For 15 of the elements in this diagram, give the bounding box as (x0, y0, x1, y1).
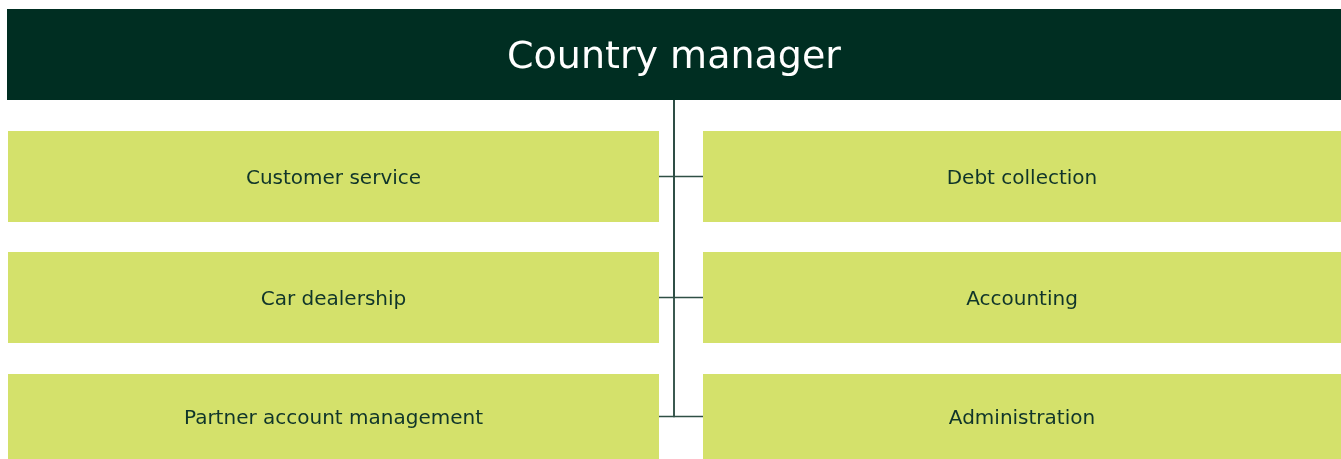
department-box (703, 131, 1341, 222)
department-box (703, 374, 1341, 459)
department-box (8, 252, 659, 343)
department-label: Accounting (966, 285, 1078, 310)
department-label: Administration (948, 404, 1096, 429)
department-label: Partner account management (183, 404, 484, 429)
department-label: Customer service (245, 164, 422, 189)
department-box (8, 131, 659, 222)
header-title: Country manager (507, 32, 841, 77)
header-box (7, 9, 1341, 100)
department-box (8, 374, 659, 459)
department-box (703, 252, 1341, 343)
department-label: Car dealership (260, 285, 407, 310)
department-label: Debt collection (946, 164, 1098, 189)
connector-line (673, 99, 704, 418)
